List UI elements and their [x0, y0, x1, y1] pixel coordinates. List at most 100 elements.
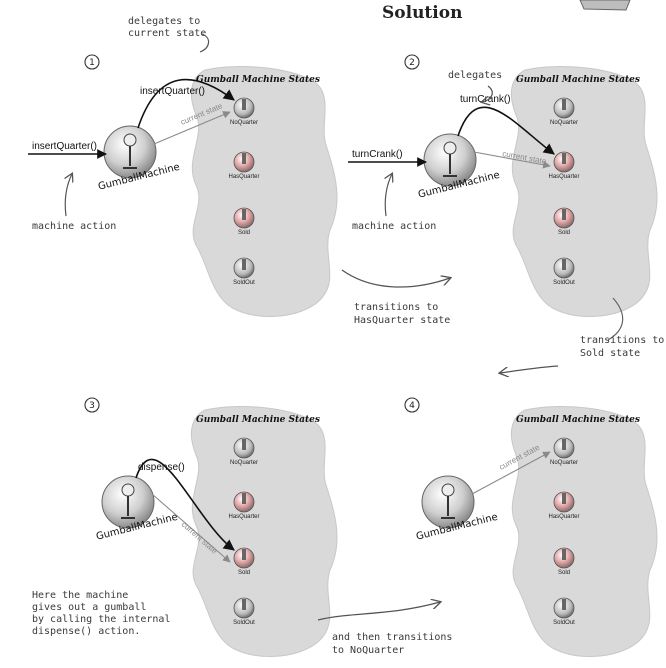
- machine-action-arrow: [385, 174, 392, 217]
- sold-transition-text-line: transitions to: [580, 335, 664, 346]
- machine-action-note: machine action: [352, 221, 436, 232]
- transition-arrow: [317, 602, 440, 621]
- current-state-arrow: [151, 493, 231, 563]
- state-name: NoQuarter: [230, 460, 258, 466]
- state-name: SoldOut: [553, 620, 575, 626]
- states-board: [510, 406, 658, 657]
- states-board: [510, 66, 658, 317]
- state-sold: Sold: [553, 207, 575, 236]
- action-label: turnCrank(): [460, 94, 511, 105]
- gumball-machine-top-icon: [441, 483, 455, 497]
- delegates-note-line: current state: [128, 28, 206, 39]
- state-knob-handle: [242, 439, 246, 450]
- state-hasquarter: HasQuarter: [228, 491, 260, 520]
- step-number-badge: 3: [84, 397, 100, 413]
- state-name: NoQuarter: [550, 460, 578, 466]
- current-state-arrow: [153, 111, 231, 145]
- machine-action-note-line: machine action: [32, 221, 116, 232]
- gumball-machine: GumballMachine: [97, 125, 181, 193]
- step-number: 2: [409, 58, 415, 68]
- state-knob-handle: [242, 209, 246, 220]
- state-hasquarter: HasQuarter: [228, 151, 260, 180]
- delegates-note-arrow: [199, 33, 210, 53]
- sold-transition-text-line: Sold state: [580, 348, 640, 359]
- state-sold: Sold: [553, 547, 575, 576]
- state-knob-handle: [562, 259, 566, 270]
- step-number-circle: [404, 54, 420, 70]
- action-arrow: [457, 106, 555, 155]
- sold-transition-note: transitions to Sold state: [500, 297, 664, 373]
- state-soldout: SoldOut: [233, 257, 255, 286]
- state-knob-handle: [562, 493, 566, 504]
- state-knob-handle: [242, 549, 246, 560]
- step-number-circle: [404, 397, 420, 413]
- transition-arrow: [341, 269, 450, 288]
- state-knob-handle: [242, 493, 246, 504]
- state-knob-handle: [562, 209, 566, 220]
- states-board-title: Gumball Machine States: [196, 415, 320, 425]
- step-number-badge: 2: [404, 54, 420, 70]
- explanation-note-line: Here the machine: [32, 590, 128, 601]
- state-name: SoldOut: [233, 280, 255, 286]
- state-soldout: SoldOut: [553, 597, 575, 626]
- state-knob-handle: [562, 549, 566, 560]
- state-name: Sold: [238, 570, 250, 576]
- transition-note-line: transitions to: [354, 302, 438, 313]
- states-board: [190, 406, 338, 657]
- page-title: Solution: [382, 3, 462, 23]
- state-name: Sold: [558, 230, 570, 236]
- input-label: insertQuarter(): [32, 141, 97, 152]
- step-number-circle: [84, 397, 100, 413]
- step-number-badge: 1: [84, 54, 100, 70]
- state-name: SoldOut: [233, 620, 255, 626]
- transition-note-line: and then transitions: [332, 632, 452, 643]
- delegates-note-line: delegates to: [128, 16, 200, 27]
- action-arrow: [137, 78, 235, 129]
- state-knob-handle: [562, 99, 566, 110]
- action-label: dispense(): [138, 462, 185, 473]
- state-soldout: SoldOut: [553, 257, 575, 286]
- state-noquarter: NoQuarter: [550, 437, 578, 466]
- gumball-machine-top-icon: [443, 141, 457, 155]
- state-soldout: SoldOut: [233, 597, 255, 626]
- state-knob-handle: [242, 99, 246, 110]
- state-knob-handle: [242, 259, 246, 270]
- input-label: turnCrank(): [352, 149, 403, 160]
- delegates-note-line: delegates: [448, 70, 502, 81]
- state-name: NoQuarter: [550, 120, 578, 126]
- state-noquarter: NoQuarter: [230, 97, 258, 126]
- sold-transition-arrow: [500, 365, 559, 373]
- sold-transition-text: transitions to Sold state: [580, 335, 664, 359]
- state-knob-handle: [562, 599, 566, 610]
- states-board-title: Gumball Machine States: [516, 415, 640, 425]
- step-number-badge: 4: [404, 397, 420, 413]
- explanation-note-line: gives out a gumball: [32, 602, 146, 613]
- state-hasquarter: HasQuarter: [548, 491, 580, 520]
- state-name: HasQuarter: [228, 174, 259, 180]
- state-knob-handle: [562, 153, 566, 164]
- current-state-arrow: [473, 151, 551, 169]
- gumball-machine-top-icon: [123, 133, 137, 147]
- current-state-arrow: [471, 451, 551, 495]
- action-label: insertQuarter(): [140, 86, 205, 97]
- state-knob-handle: [242, 599, 246, 610]
- state-name: HasQuarter: [548, 174, 579, 180]
- state-knob-handle: [562, 439, 566, 450]
- machine-action-note-line: machine action: [352, 221, 436, 232]
- step-number: 3: [89, 401, 95, 411]
- state-noquarter: NoQuarter: [550, 97, 578, 126]
- explanation-note-line: by calling the internal: [32, 614, 170, 625]
- explanation-note-line: dispense() action.: [32, 626, 140, 637]
- sold-transition-curve: [607, 297, 624, 341]
- gumball-machine-top-icon: [121, 483, 135, 497]
- state-sold: Sold: [233, 207, 255, 236]
